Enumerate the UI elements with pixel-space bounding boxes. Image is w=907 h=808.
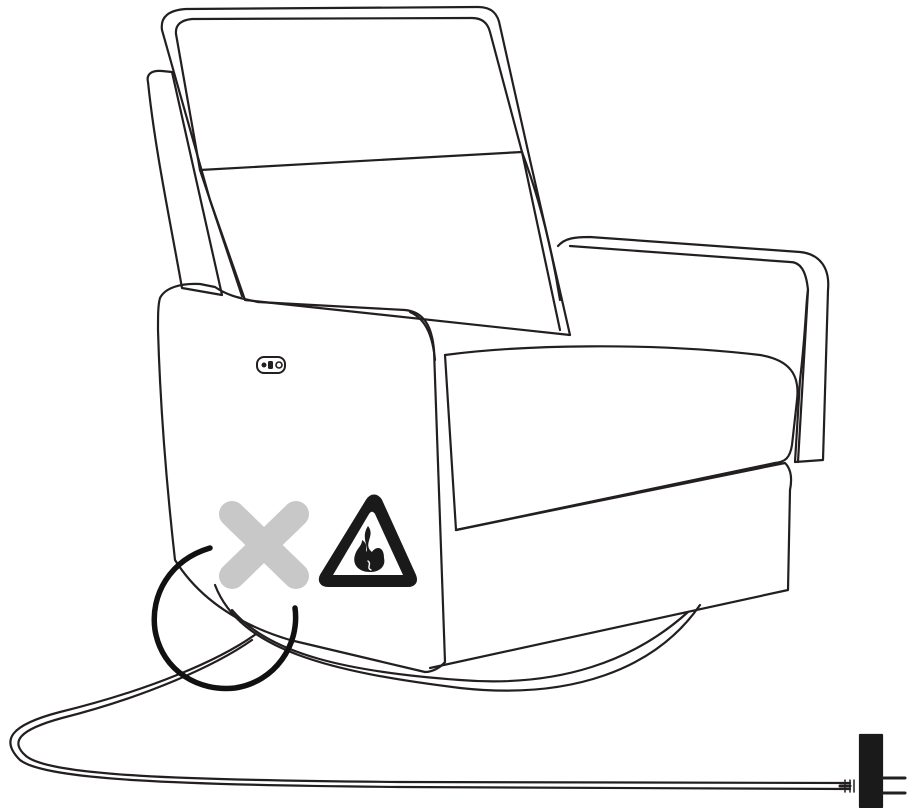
flammable-warning-icon (320, 496, 416, 587)
chair-left-armrest (158, 284, 445, 672)
chair-seat-cushion (445, 346, 798, 530)
chair-back-wing (148, 71, 222, 295)
headrest-seam (200, 152, 522, 170)
prohibition-x-icon (232, 514, 296, 576)
chair-backrest-outer (162, 7, 570, 335)
swivel-base (215, 585, 700, 691)
power-plug-icon (840, 735, 905, 807)
power-button-icon (257, 357, 285, 373)
chair-seat-front (430, 463, 791, 668)
power-cord (10, 634, 850, 789)
chair-backrest-inner (176, 18, 560, 330)
